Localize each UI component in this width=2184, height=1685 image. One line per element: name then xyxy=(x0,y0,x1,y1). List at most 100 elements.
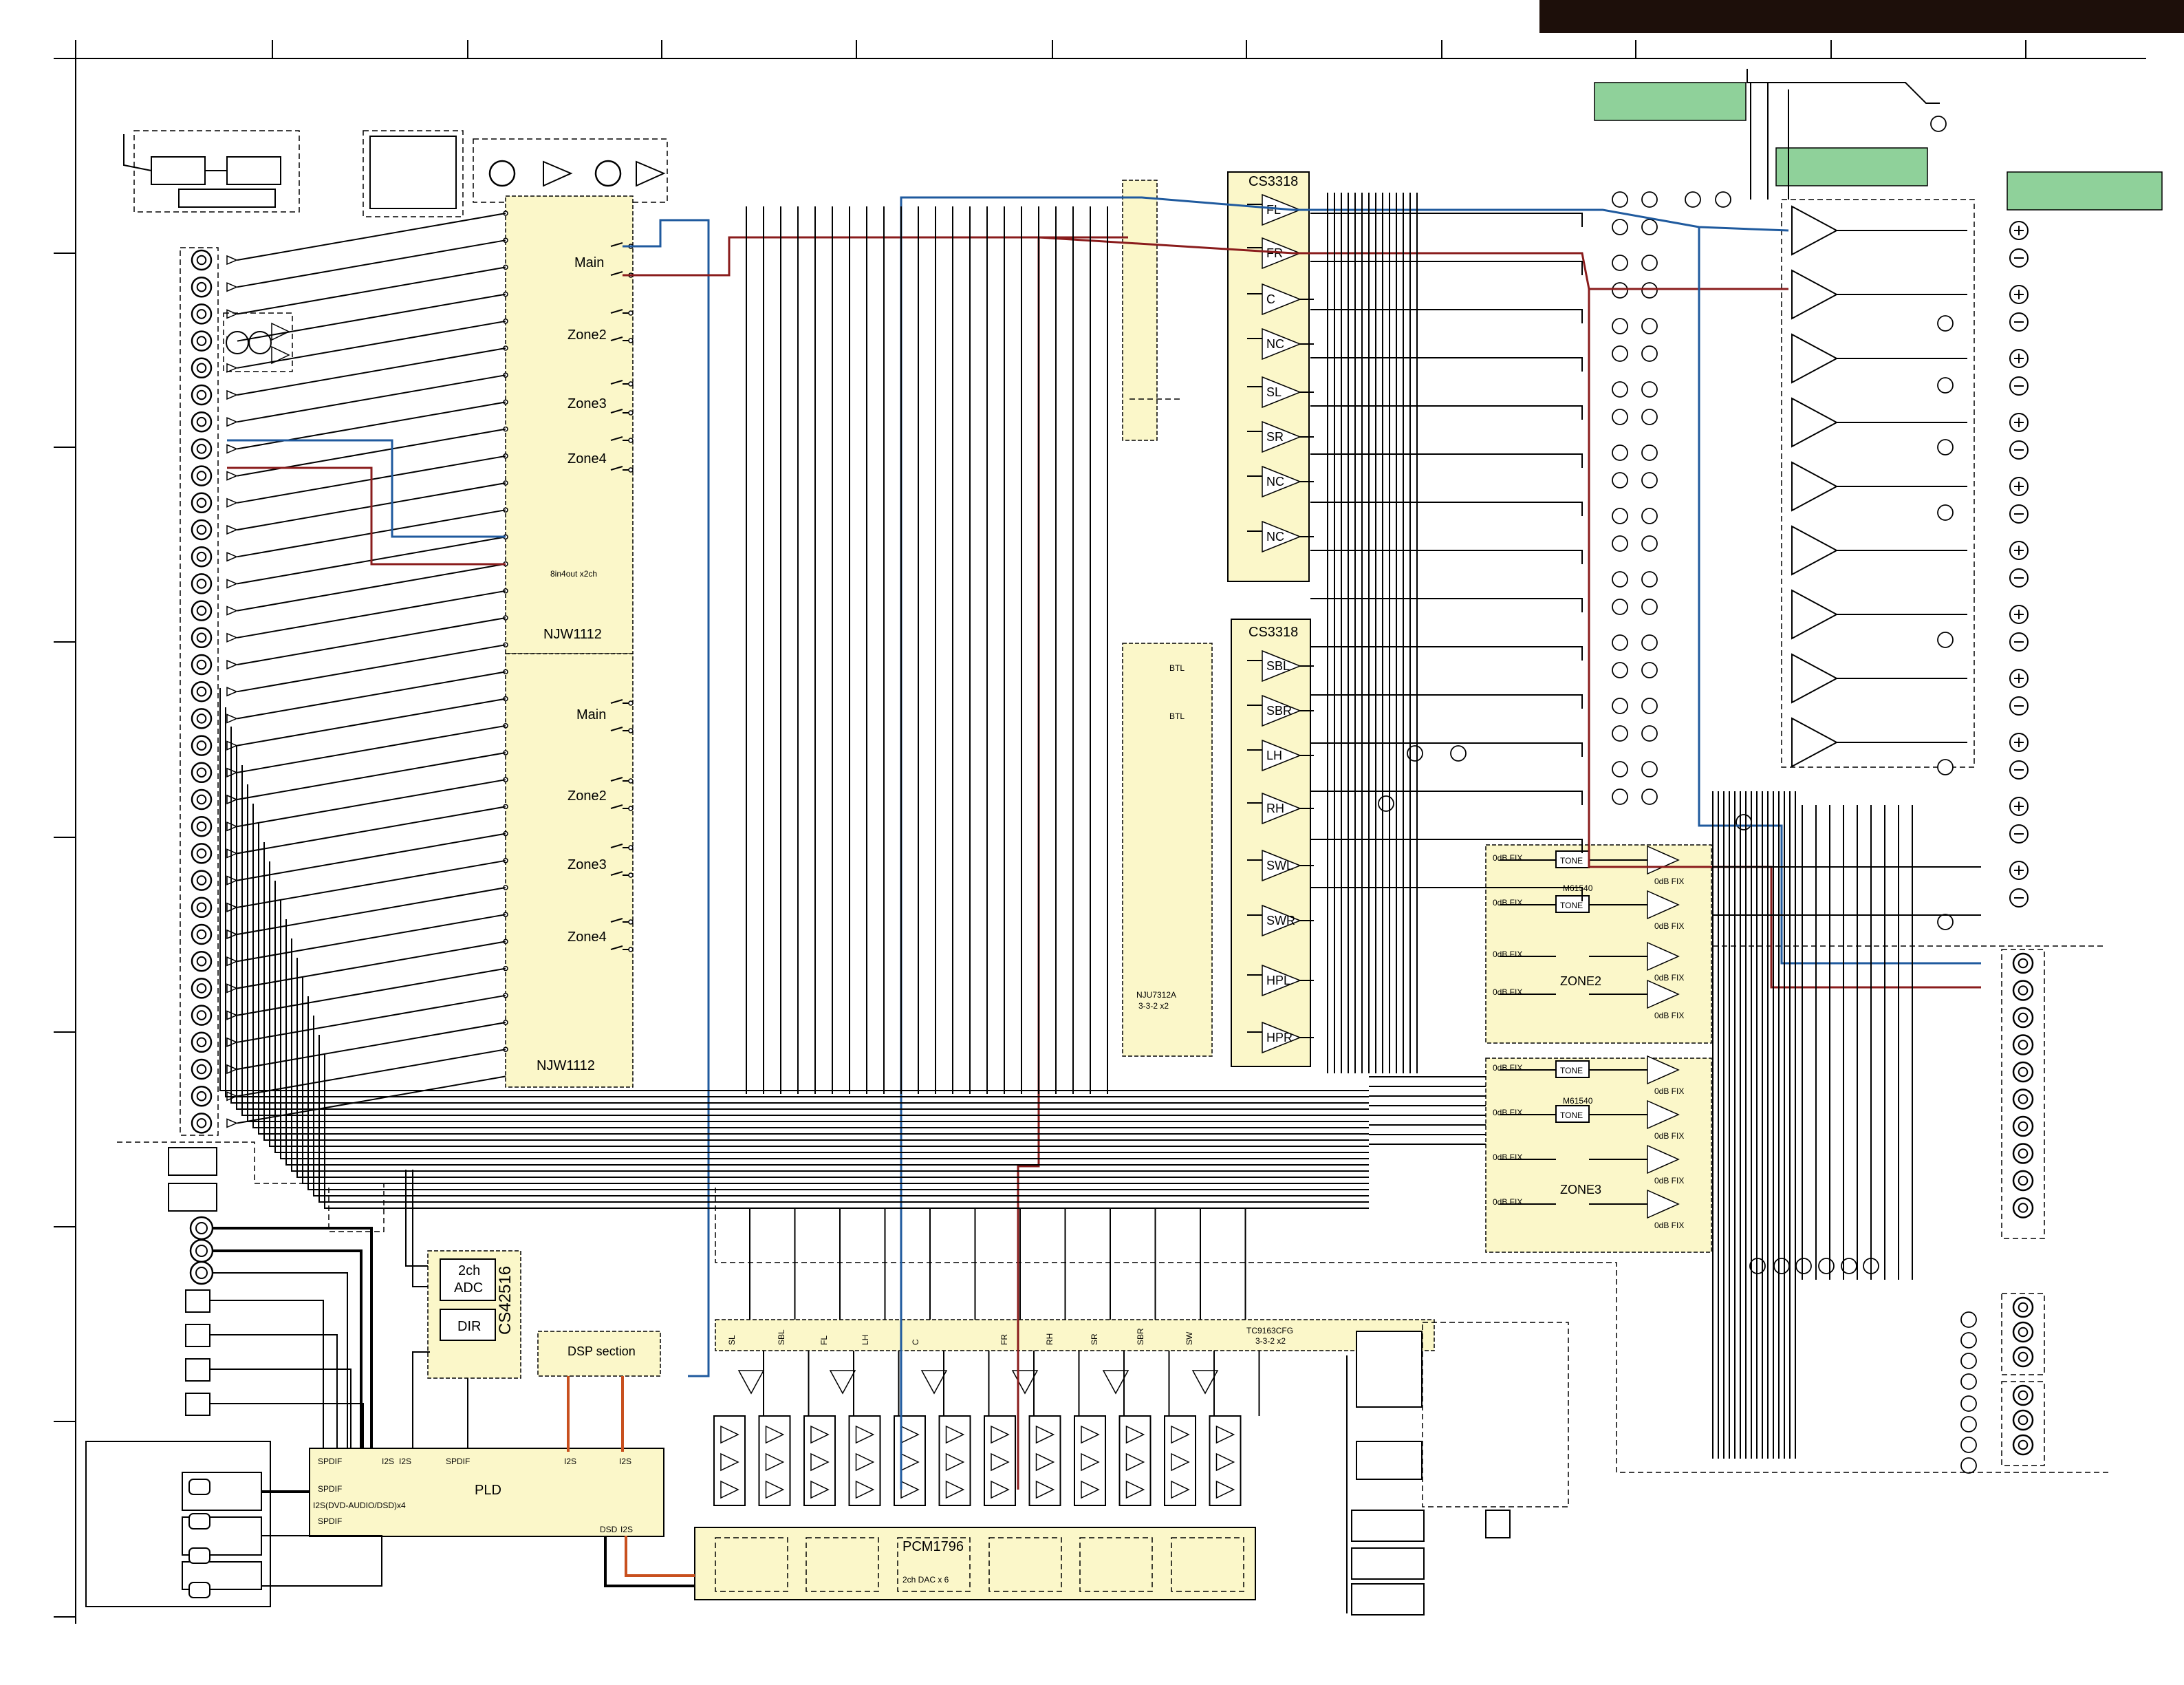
power-amps xyxy=(1791,205,1967,768)
dir-box xyxy=(440,1309,496,1341)
zero-db-fix-label: 0dB FIX xyxy=(1654,973,1684,983)
zero-db-fix-label: 0dB FIX xyxy=(1654,1086,1684,1096)
wire xyxy=(1747,69,1940,104)
cs3318-top-label: CS3318 xyxy=(1248,174,1298,189)
dac-channel-label: C xyxy=(911,1339,920,1345)
transistor xyxy=(1612,761,1628,777)
wire xyxy=(237,833,506,881)
wire xyxy=(237,806,506,855)
main-label-top: Main xyxy=(574,255,604,270)
input-buffer-block xyxy=(223,312,293,372)
volume-channel-label: FL xyxy=(1266,203,1281,217)
zero-db-fix-label: 0dB FIX xyxy=(1654,1221,1684,1230)
switch-pin xyxy=(628,778,634,784)
rca-jack-center xyxy=(196,471,207,481)
btl-label-1: BTL xyxy=(1169,663,1185,673)
cs3318-bottom-label: CS3318 xyxy=(1248,625,1298,640)
filter-opamp xyxy=(1035,1425,1055,1444)
zero-db-fix-label: 0dB FIX xyxy=(1493,1063,1522,1073)
rca-jack-center xyxy=(196,875,207,886)
pld-i2s-dvd: I2S(DVD-AUDIO/DSD)x4 xyxy=(313,1501,406,1510)
wire xyxy=(1310,502,1583,516)
wire xyxy=(280,900,1369,1159)
tone-box xyxy=(1555,895,1590,913)
dac-channel-label: SBL xyxy=(777,1329,786,1345)
power-amp xyxy=(1791,653,1839,704)
wire xyxy=(237,887,506,935)
filter-opamp xyxy=(765,1480,785,1499)
power-amp xyxy=(1791,333,1839,384)
wire xyxy=(1310,694,1583,709)
wire xyxy=(625,1536,695,1577)
dac-channel-label: SR xyxy=(1090,1333,1099,1345)
power-amp xyxy=(1791,269,1839,320)
transistor xyxy=(1612,318,1628,334)
dac-channel-label: SW xyxy=(1185,1331,1194,1345)
transistor xyxy=(1612,282,1628,299)
pcm1796-chip xyxy=(694,1527,1256,1600)
dsp-section-label: DSP section xyxy=(567,1344,636,1358)
transistor xyxy=(1641,662,1658,678)
transistor xyxy=(1685,191,1701,208)
tone-label: TONE xyxy=(1560,1110,1583,1120)
wire xyxy=(1244,1208,1260,1416)
volume-channel-label: HPR xyxy=(1266,1031,1293,1044)
zero-db-fix-label: 0dB FIX xyxy=(1493,1197,1522,1207)
transistor xyxy=(1641,634,1658,651)
filter-opamp xyxy=(1125,1452,1145,1472)
rca-jack-center xyxy=(2018,1148,2029,1159)
transistor xyxy=(1612,409,1628,425)
volume-amp xyxy=(1262,420,1302,453)
dac-sum-amp xyxy=(737,1370,765,1395)
transistor xyxy=(1450,745,1467,762)
buffer-triangle xyxy=(226,309,238,319)
transistor xyxy=(1937,377,1954,394)
zero-db-fix-label: 0dB FIX xyxy=(1493,949,1522,959)
signal-wires xyxy=(210,69,1981,1587)
rca-jack-center xyxy=(196,551,207,562)
zero-db-fix-label: 0dB FIX xyxy=(1493,1152,1522,1162)
wire xyxy=(1310,550,1583,564)
sub-dac xyxy=(1171,1537,1244,1592)
buffer-triangle xyxy=(226,497,238,508)
rca-jack-center xyxy=(196,363,207,374)
dir-label: DIR xyxy=(457,1319,481,1334)
volume-channel-label: SR xyxy=(1266,430,1284,444)
wire xyxy=(1310,309,1583,323)
headphone-jack-panel-1 xyxy=(2001,1293,2045,1375)
rca-jack-center xyxy=(196,1037,207,1048)
transistor xyxy=(1773,1258,1790,1274)
rca-jack-center xyxy=(196,579,207,589)
transistor xyxy=(1612,599,1628,615)
zero-db-fix-label: 0dB FIX xyxy=(1493,853,1522,863)
volume-channel-label: SWL xyxy=(1266,859,1293,872)
rca-jack-center xyxy=(2018,1094,2029,1104)
transistor xyxy=(1612,219,1628,235)
wire xyxy=(307,996,1369,1190)
input-switch-top xyxy=(1122,180,1158,441)
volume-amp xyxy=(1262,650,1302,683)
zone3-block-label: ZONE3 xyxy=(1560,1183,1601,1196)
rca-jack-center xyxy=(196,902,207,913)
plus-sign xyxy=(2014,482,2024,491)
switch-pin xyxy=(628,947,634,952)
transistor xyxy=(1612,788,1628,805)
wire xyxy=(237,644,506,693)
rca-jack-center xyxy=(2018,1351,2029,1362)
wire xyxy=(302,977,1369,1184)
wire xyxy=(237,1075,506,1124)
volume-amp xyxy=(1262,465,1302,498)
filter-opamp xyxy=(1081,1452,1100,1472)
rca-jack-center xyxy=(196,740,207,751)
switch-pin xyxy=(628,728,634,733)
power-amp xyxy=(1791,525,1839,576)
volume-amp xyxy=(1262,792,1302,825)
transistor xyxy=(1641,571,1658,588)
filter-opamp xyxy=(855,1480,875,1499)
transistor xyxy=(1960,1332,1977,1349)
filter-opamp xyxy=(991,1425,1010,1444)
wire xyxy=(749,1208,764,1416)
transistor xyxy=(1960,1373,1977,1390)
buffer-triangle xyxy=(226,605,238,616)
